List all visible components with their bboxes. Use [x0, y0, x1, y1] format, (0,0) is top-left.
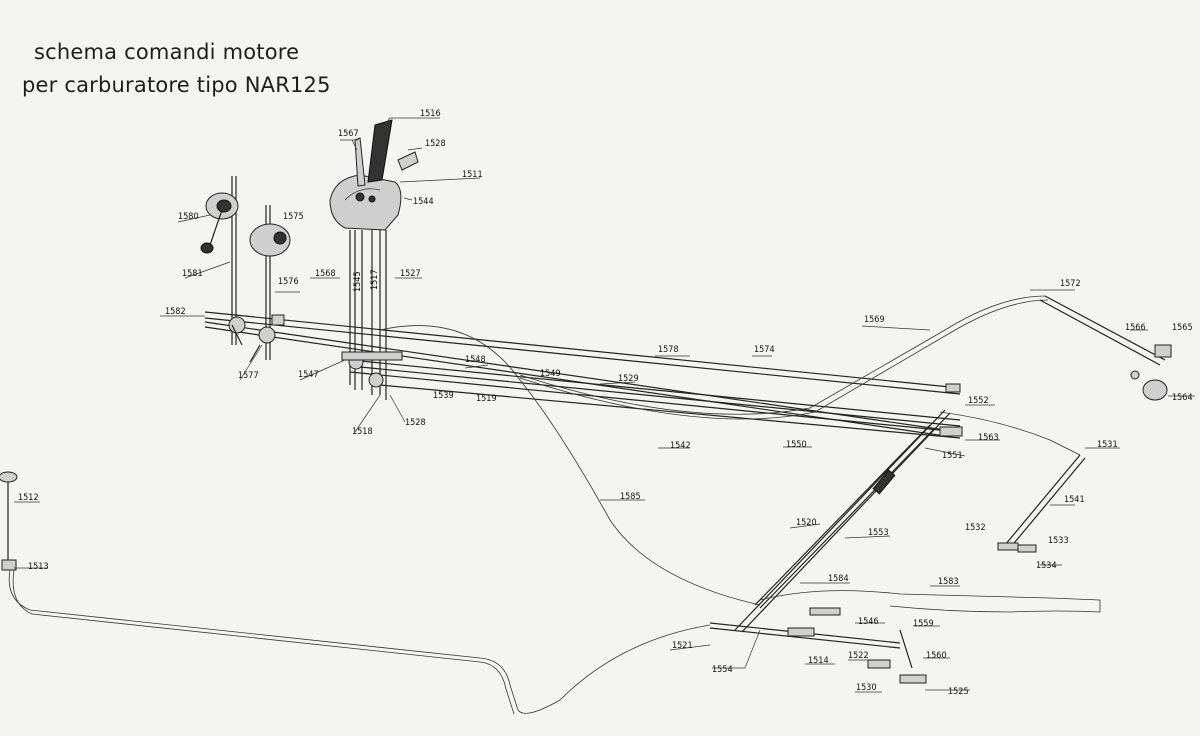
callout-1552: 1552 — [968, 396, 989, 406]
callout-1575: 1575 — [283, 212, 304, 222]
callout-1581: 1581 — [182, 269, 203, 279]
callout-1541: 1541 — [1064, 495, 1085, 505]
callout-1583: 1583 — [938, 577, 959, 587]
callout-labels: 1516 1528 1567 1511 1544 1580 1575 1581 … — [18, 109, 1193, 697]
cables — [379, 295, 1172, 606]
callout-1546: 1546 — [858, 617, 879, 627]
callout-1525: 1525 — [948, 687, 969, 697]
callout-1518: 1518 — [352, 427, 373, 437]
callout-1584: 1584 — [828, 574, 849, 584]
callout-1513: 1513 — [28, 562, 49, 572]
callout-1534: 1534 — [1036, 561, 1057, 571]
callout-1529: 1529 — [618, 374, 639, 384]
callout-1527: 1527 — [400, 269, 421, 279]
callout-1550: 1550 — [786, 440, 807, 450]
lever-group-1580 — [200, 176, 246, 346]
callout-1545: 1545 — [353, 271, 363, 292]
callout-1548: 1548 — [465, 355, 486, 365]
callout-1576: 1576 — [278, 277, 299, 287]
diagram-title: schema comandi motore — [34, 40, 300, 64]
callout-1563: 1563 — [978, 433, 999, 443]
main-rods — [204, 311, 963, 439]
callout-1528: 1528 — [425, 139, 446, 149]
callout-1565: 1565 — [1172, 323, 1193, 333]
callout-1516: 1516 — [420, 109, 441, 119]
callout-1521: 1521 — [672, 641, 693, 651]
callout-1539: 1539 — [433, 391, 454, 401]
callout-1567: 1567 — [338, 129, 359, 139]
callout-1531: 1531 — [1097, 440, 1118, 450]
callout-1582: 1582 — [165, 307, 186, 317]
callout-1528-lower: 1528 — [405, 418, 426, 428]
callout-1559: 1559 — [913, 619, 934, 629]
callout-1574: 1574 — [754, 345, 775, 355]
callout-1564: 1564 — [1172, 393, 1193, 403]
callout-1547: 1547 — [298, 370, 319, 380]
callout-1566: 1566 — [1125, 323, 1146, 333]
callout-1514: 1514 — [808, 656, 829, 666]
throttle-quadrant — [329, 119, 419, 400]
carburettor-linkage — [709, 409, 1101, 684]
callout-1577: 1577 — [238, 371, 259, 381]
callout-1511: 1511 — [462, 170, 483, 180]
callout-1585: 1585 — [620, 492, 641, 502]
left-cable-1512 — [0, 471, 711, 715]
callout-1551: 1551 — [942, 451, 963, 461]
callout-1544: 1544 — [413, 197, 434, 207]
callout-1532: 1532 — [965, 523, 986, 533]
leader-lines — [14, 117, 1195, 693]
callout-1580: 1580 — [178, 212, 199, 222]
callout-1533: 1533 — [1048, 536, 1069, 546]
callout-1519: 1519 — [476, 394, 497, 404]
callout-1522: 1522 — [848, 651, 869, 661]
callout-1520: 1520 — [796, 518, 817, 528]
callout-1512: 1512 — [18, 493, 39, 503]
callout-1553: 1553 — [868, 528, 889, 538]
callout-1569: 1569 — [864, 315, 885, 325]
callout-1568: 1568 — [315, 269, 336, 279]
callout-1572: 1572 — [1060, 279, 1081, 289]
callout-1578: 1578 — [658, 345, 679, 355]
callout-1560: 1560 — [926, 651, 947, 661]
diagram-subtitle: per carburatore tipo NAR125 — [22, 73, 331, 97]
callout-1542: 1542 — [670, 441, 691, 451]
callout-1549: 1549 — [540, 369, 561, 379]
callout-1517: 1517 — [370, 269, 380, 290]
callout-1530: 1530 — [856, 683, 877, 693]
callout-1554: 1554 — [712, 665, 733, 675]
lever-group-1575 — [249, 205, 291, 363]
